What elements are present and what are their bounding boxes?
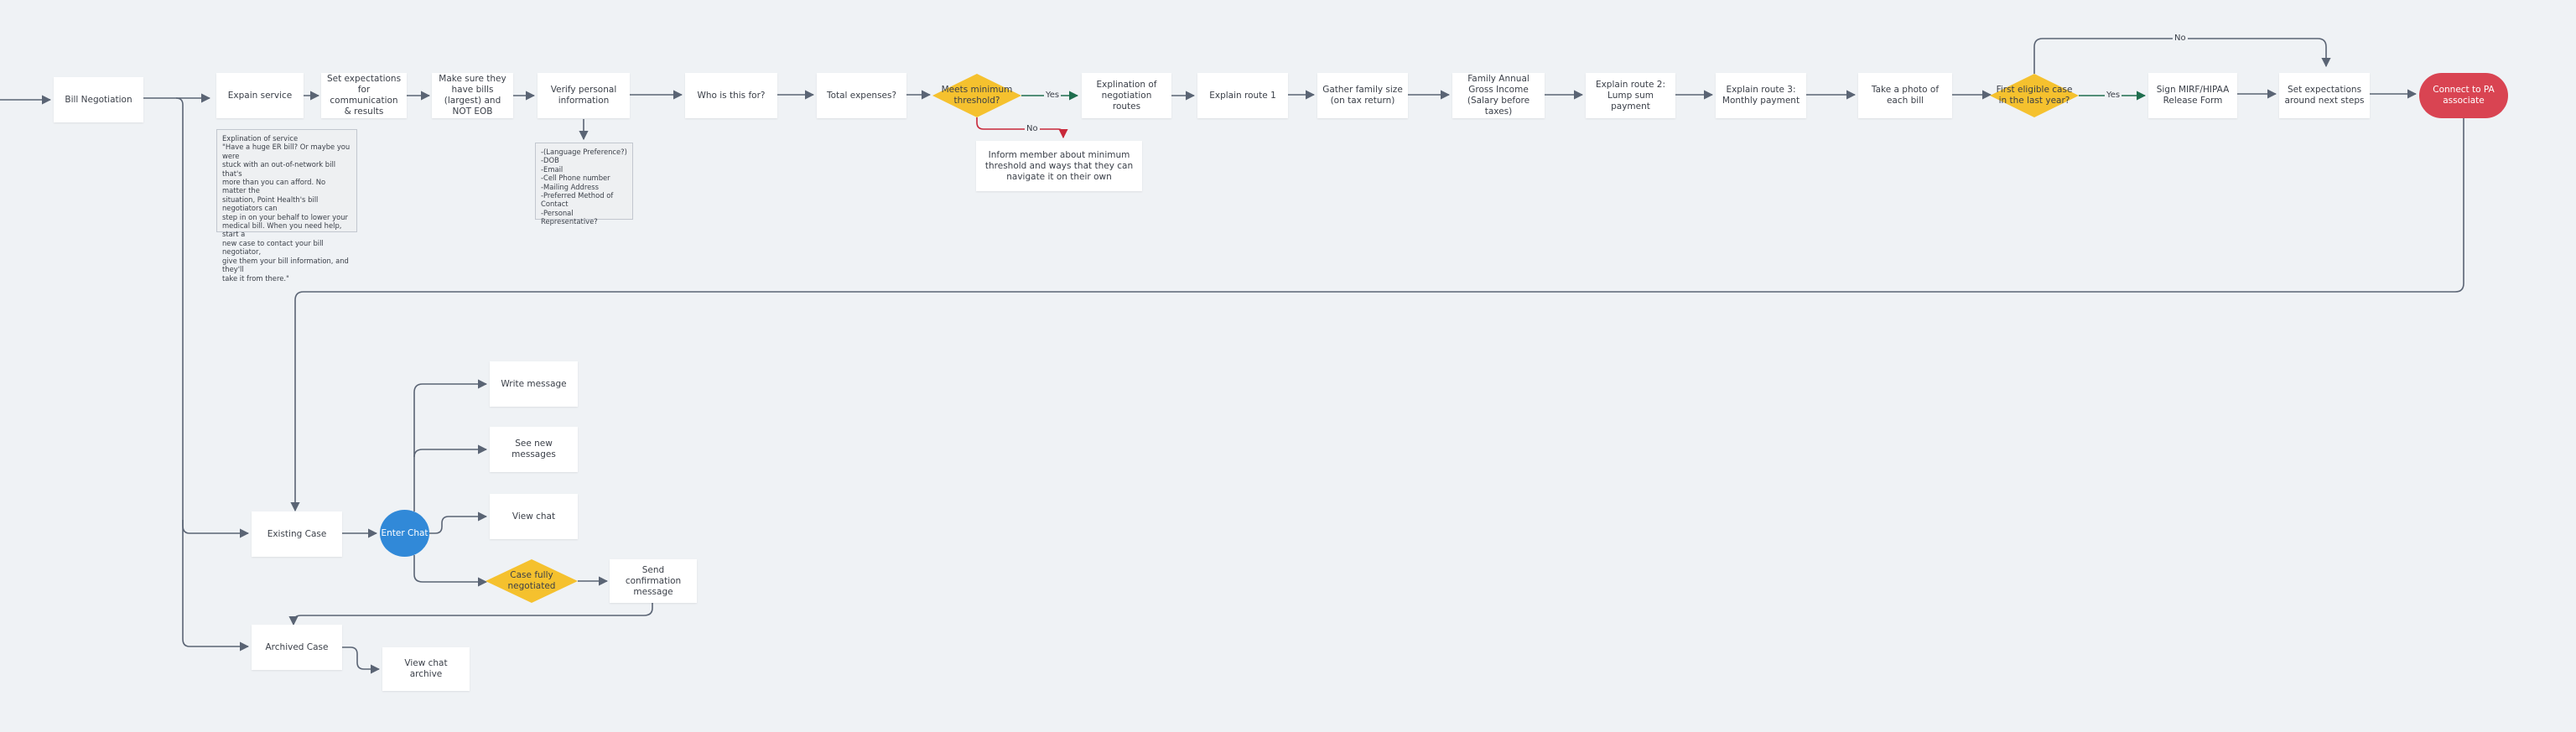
view-chat-node: View chat bbox=[490, 494, 578, 539]
set-next-steps-node: Set expectations around next steps bbox=[2279, 73, 2370, 118]
bill-negotiation-node: Bill Negotiation bbox=[54, 77, 143, 122]
explain-route3-node: Explain route 3: Monthly payment bbox=[1716, 73, 1806, 118]
no-label-eligible: No bbox=[2173, 34, 2188, 44]
explain-route2-node: Explain route 2: Lump sum payment bbox=[1586, 73, 1675, 118]
explain-service-node: Expain service bbox=[216, 73, 304, 118]
personal-info-note: -(Language Preference?) -DOB -Email -Cel… bbox=[535, 143, 633, 226]
connect-pa-node: Connect to PA associate bbox=[2419, 73, 2508, 118]
enter-chat-node: Enter Chat bbox=[380, 510, 429, 557]
existing-case-node: Existing Case bbox=[252, 511, 342, 557]
no-label-threshold: No bbox=[1025, 124, 1040, 134]
view-archive-node: View chat archive bbox=[382, 647, 470, 691]
total-expenses-node: Total expenses? bbox=[817, 73, 906, 118]
yes-label-threshold: Yes bbox=[1044, 91, 1062, 101]
sign-mirf-node: Sign MIRF/HIPAA Release Form bbox=[2148, 73, 2237, 118]
family-income-node: Family Annual Gross Income (Salary befor… bbox=[1452, 73, 1545, 118]
first-eligible-diamond bbox=[1990, 74, 2079, 117]
explain-route1-node: Explain route 1 bbox=[1197, 73, 1288, 118]
explain-routes-node: Explination of negotiation routes bbox=[1082, 73, 1171, 118]
take-photo-node: Take a photo of each bill bbox=[1858, 73, 1952, 118]
set-expectations-node: Set expectations for communication & res… bbox=[321, 73, 407, 118]
send-confirmation-node: Send confirmation message bbox=[610, 559, 697, 603]
write-message-node: Write message bbox=[490, 361, 578, 407]
inform-member-node: Inform member about minimum threshold an… bbox=[976, 141, 1142, 191]
make-sure-bills-node: Make sure they have bills (largest) and … bbox=[432, 73, 513, 118]
see-new-messages-node: See new messages bbox=[490, 427, 578, 472]
who-for-node: Who is this for? bbox=[685, 73, 777, 118]
verify-info-node: Verify personal information bbox=[538, 73, 630, 118]
meets-threshold-label: Meets minimum threshold? bbox=[941, 85, 1013, 106]
case-negotiated-diamond bbox=[486, 559, 578, 603]
service-note: Explination of service "Have a huge ER b… bbox=[216, 129, 357, 283]
gather-family-node: Gather family size (on tax return) bbox=[1317, 73, 1408, 118]
first-eligible-label: First eligible case in the last year? bbox=[1996, 85, 2073, 106]
meets-threshold-diamond bbox=[932, 74, 1021, 117]
archived-case-node: Archived Case bbox=[252, 625, 342, 670]
case-negotiated-label: Case fully negotiated bbox=[507, 570, 556, 591]
yes-label-eligible: Yes bbox=[2105, 91, 2122, 101]
